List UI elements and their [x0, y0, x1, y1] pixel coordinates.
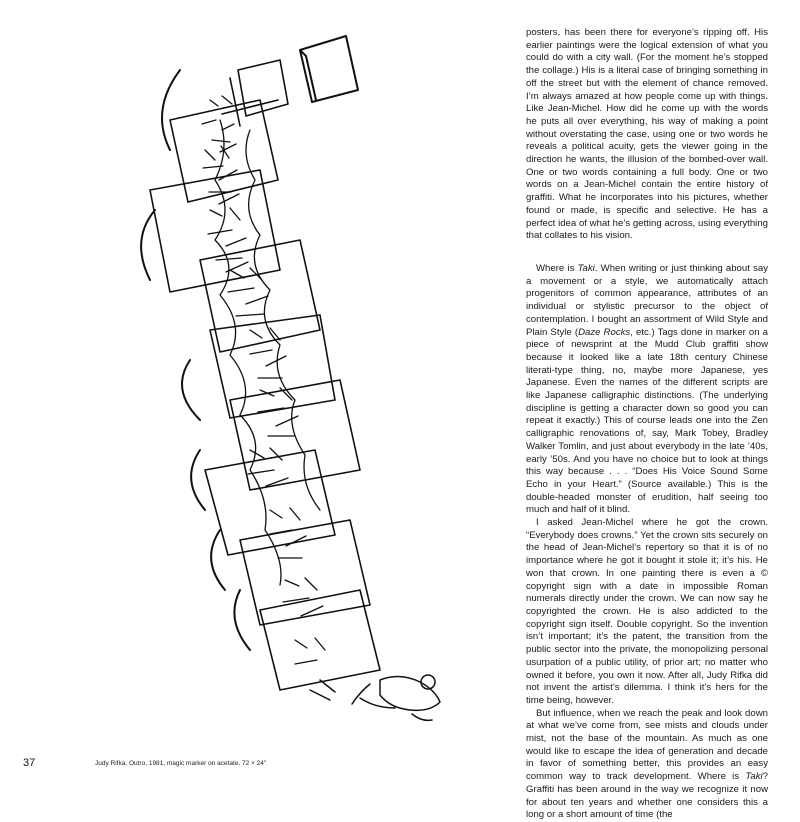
frames — [149, 99, 381, 691]
body-text-column-bottom: Where is Taki. When writing or just thin… — [526, 263, 768, 822]
page-number: 37 — [23, 757, 36, 769]
image-caption: Judy Rifka, Outro, 1981, magic marker on… — [95, 760, 267, 767]
reclining-figure — [309, 674, 441, 722]
arcs — [140, 69, 251, 651]
paragraph-3: I asked Jean-Michel where he got the cro… — [526, 517, 768, 706]
panel-top-left — [221, 59, 289, 127]
paragraph-2: Where is Taki. When writing or just thin… — [526, 263, 768, 516]
body-text-column-top: posters, has been there for everyone’s r… — [526, 27, 768, 243]
line-drawing-artwork — [140, 35, 441, 722]
panel-top-right — [299, 35, 359, 103]
book-page: posters, has been there for everyone’s r… — [23, 27, 768, 820]
tree-scribbles — [201, 95, 326, 665]
paragraph-4: But influence, when we reach the peak an… — [526, 707, 768, 821]
paragraph-1: posters, has been there for everyone’s r… — [526, 27, 768, 242]
